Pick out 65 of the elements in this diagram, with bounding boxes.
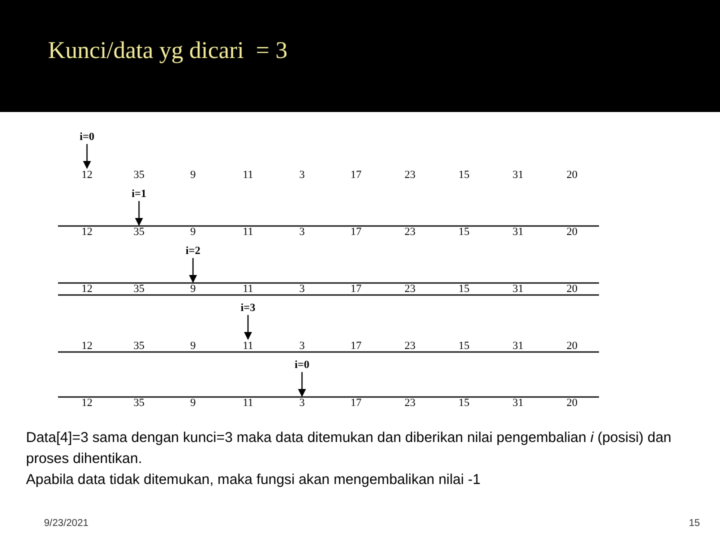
array-value: 11: [242, 283, 254, 295]
array-value: 11: [242, 169, 254, 181]
array-value: 17: [350, 283, 362, 295]
array-value: 31: [512, 397, 524, 409]
array-value: 3: [299, 340, 305, 352]
array-value: 17: [350, 397, 362, 409]
array-value: 3: [299, 169, 305, 181]
index-label: i=2: [186, 245, 200, 257]
array-value: 3: [299, 226, 305, 238]
array-value: 9: [190, 340, 196, 352]
array-value: 35: [134, 340, 144, 352]
arrow: [135, 201, 143, 226]
array-value: 9: [190, 226, 196, 238]
array-value: 3: [299, 397, 305, 409]
array-value: 17: [350, 226, 362, 238]
array-value: 9: [190, 397, 196, 409]
array-value: 11: [242, 340, 254, 352]
arrow: [298, 372, 306, 397]
array-value: 31: [512, 340, 524, 352]
array-value: 12: [82, 169, 92, 181]
array-value: 20: [566, 283, 578, 295]
array-value: 3: [299, 283, 305, 295]
body-text: Apabila data tidak ditemukan, maka fungsi akan mengembalikan nilai -1: [26, 471, 482, 490]
array-value: 15: [458, 283, 470, 295]
array-value: 23: [404, 340, 416, 352]
array-value: 23: [404, 397, 416, 409]
array-value: 35: [134, 397, 144, 409]
array-value: 12: [82, 283, 92, 295]
array-value: 12: [82, 226, 92, 238]
index-label: i=1: [132, 188, 146, 200]
body-text: Data[4]=3 sama dengan kunci=3 maka data ditemukan dan diberikan nilai pengembalian i (posisi) dan proses dihentikan.: [26, 429, 672, 469]
array-value: 20: [566, 169, 578, 181]
array-value: 15: [458, 169, 470, 181]
array-value: 11: [242, 226, 254, 238]
array-value: 9: [190, 169, 196, 181]
array-value: 31: [512, 169, 524, 181]
arrow: [244, 315, 252, 340]
slide-title: Kunci/data yg dicari = 3: [48, 38, 288, 65]
array-value: 23: [404, 169, 416, 181]
page-number: 15: [688, 518, 700, 529]
array-value: 15: [458, 397, 470, 409]
array-value: 31: [512, 283, 524, 295]
array-value: 15: [458, 340, 470, 352]
array-value: 17: [350, 169, 362, 181]
array-value: 35: [134, 169, 144, 181]
index-label: i=3: [240, 302, 256, 314]
array-value: 31: [512, 226, 524, 238]
array-value: 23: [404, 283, 416, 295]
arrow: [83, 144, 91, 169]
array-value: 12: [82, 340, 92, 352]
array-value: 11: [242, 397, 254, 409]
arrow: [189, 258, 197, 283]
index-label: i=0: [294, 359, 310, 371]
array-value: 20: [566, 340, 578, 352]
array-value: 15: [458, 226, 470, 238]
array-value: 23: [404, 226, 416, 238]
array-value: 20: [566, 397, 578, 409]
array-value: 35: [134, 283, 144, 295]
array-value: 35: [134, 226, 144, 238]
index-label: i=0: [80, 131, 94, 143]
array-value: 20: [566, 226, 578, 238]
array-value: 17: [350, 340, 362, 352]
array-value: 12: [82, 397, 92, 409]
array-value: 9: [190, 283, 196, 295]
date-footer: 9/23/2021: [44, 518, 88, 529]
